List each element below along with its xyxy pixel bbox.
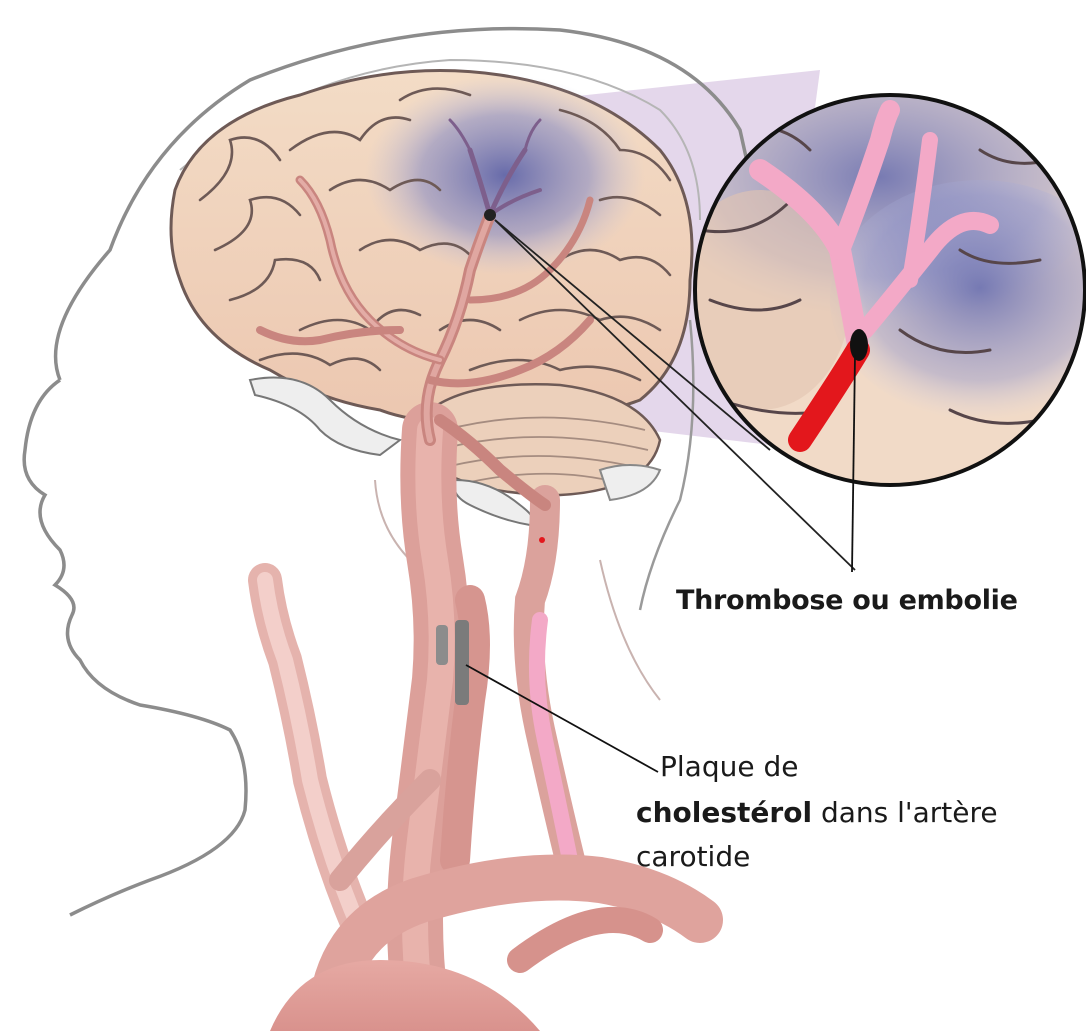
clot bbox=[850, 329, 868, 361]
cholesterol-plaque-2 bbox=[436, 625, 448, 665]
plaque-label-line3: carotide bbox=[636, 840, 750, 873]
cholesterol-plaque bbox=[455, 620, 469, 705]
neck-line-2 bbox=[600, 560, 660, 700]
neck-arteries bbox=[265, 430, 700, 1031]
thrombose-label: Thrombose ou embolie bbox=[676, 585, 1018, 616]
plaque-label-line2-bold: cholestérol bbox=[636, 796, 812, 829]
ischemic-area-brain bbox=[365, 75, 645, 275]
occlusion-point-brain bbox=[484, 209, 496, 221]
small-red-dot bbox=[539, 537, 545, 543]
plaque-label-line1: Plaque de bbox=[660, 750, 798, 783]
plaque-label-line2-rest: dans l'artère bbox=[812, 796, 998, 829]
skull-base-bone-3 bbox=[600, 465, 660, 500]
plaque-pointer bbox=[466, 665, 658, 772]
plaque-label-line2: cholestérol dans l'artère bbox=[636, 796, 998, 829]
